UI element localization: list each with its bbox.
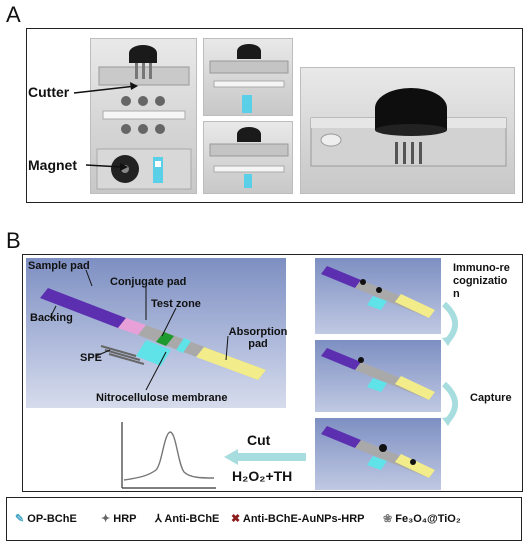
cutter-label: Cutter	[28, 84, 70, 100]
photo-strip-insert	[203, 38, 293, 116]
fe3o4-tio2-icon: ❀	[383, 513, 393, 525]
legend-item-4: ✖ Anti-BChE-AuNPs-HRP	[231, 512, 364, 525]
legend-item-3: ⅄ Anti-BChE	[155, 512, 219, 525]
legend-label-4: Anti-BChE-AuNPs-HRP	[242, 513, 365, 525]
op-bche-icon: ✎	[15, 513, 25, 525]
immuno-label: Immuno-recognization	[453, 262, 510, 300]
photo-device-closeup	[300, 67, 515, 194]
anti-bche-icon: ⅄	[155, 513, 162, 525]
main-strip-illustration	[26, 258, 286, 408]
magnet-label: Magnet	[28, 157, 77, 173]
panel-a-letter: A	[6, 2, 21, 27]
cutter-arrow	[73, 82, 138, 94]
step-arrow-1	[441, 301, 458, 346]
cut-label: Cut	[247, 432, 271, 448]
photo-device-assembly	[90, 38, 197, 194]
sample-pad-label: Sample pad	[28, 260, 90, 272]
leader-lines	[49, 269, 229, 391]
legend-item-5: ❀ Fe₃O₄@TiO₂	[383, 512, 461, 525]
current-peak-plot	[121, 422, 216, 489]
hrp-icon: ✦	[101, 513, 111, 525]
legend-label-1: OP-BChE	[27, 513, 77, 525]
reagent-label: H₂O₂+TH	[232, 468, 293, 484]
backing-label: Backing	[30, 312, 73, 324]
cut-arrow	[224, 449, 306, 465]
legend-label-5: Fe₃O₄@TiO₂	[395, 513, 461, 525]
anti-bche-aunps-hrp-icon: ✖	[231, 513, 241, 525]
absorption-pad-label: Absorption pad	[228, 326, 288, 350]
magnet-arrow	[85, 163, 128, 171]
step3-strip	[315, 418, 441, 490]
nitrocellulose-label: Nitrocellulose membrane	[96, 392, 228, 404]
test-zone-label: Test zone	[151, 298, 201, 310]
spe-label: SPE	[80, 352, 103, 364]
conjugate-pad-label: Conjugate pad	[110, 276, 187, 288]
step2-strip	[315, 340, 441, 412]
step-arrow-2	[441, 381, 458, 426]
capture-label: Capture	[470, 392, 512, 404]
legend-box: ✎ OP-BChE ✦ HRP ⅄ Anti-BChE ✖ Anti-BChE-…	[6, 497, 522, 541]
legend-label-3: Anti-BChE	[164, 513, 220, 525]
panel-b-letter: B	[6, 228, 21, 253]
legend-item-2: ✦ HRP	[101, 512, 137, 525]
photo-strip-cut	[203, 121, 293, 194]
step1-strip	[315, 258, 441, 334]
legend-label-2: HRP	[113, 513, 137, 525]
legend-item-1: ✎ OP-BChE	[15, 512, 77, 525]
